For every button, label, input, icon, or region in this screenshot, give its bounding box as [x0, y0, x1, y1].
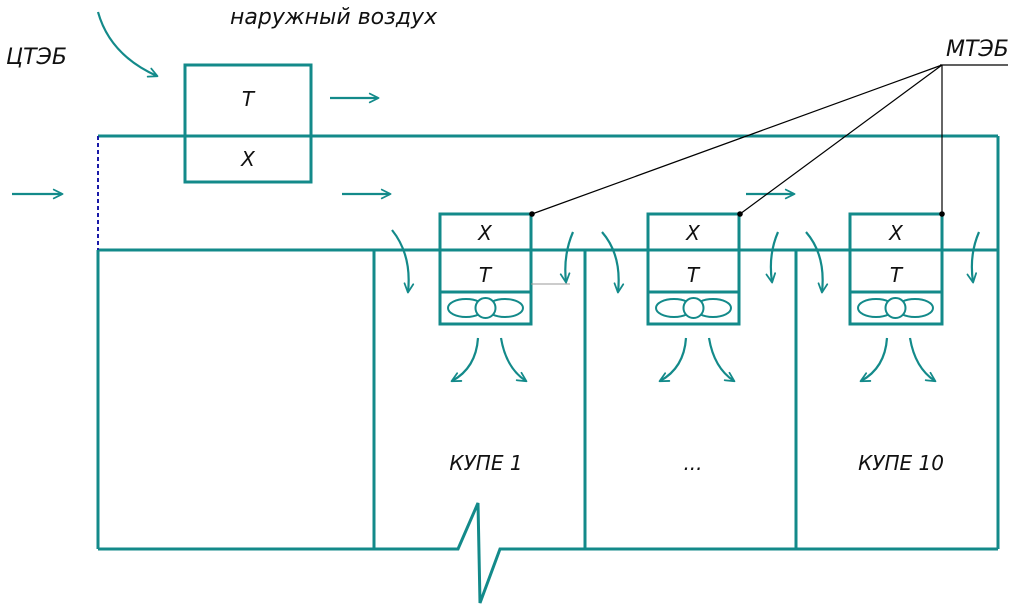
- local-unit-2: Х Т: [646, 212, 741, 326]
- local-unit-3-top-letter: Х: [888, 221, 904, 245]
- central-unit: Т Х: [183, 63, 313, 184]
- local-unit-1: Х Т: [438, 212, 533, 326]
- central-unit-label: ЦТЭБ: [6, 45, 67, 70]
- outside-air-label: наружный воздух: [230, 5, 438, 30]
- local-unit-3: Х Т: [848, 212, 944, 326]
- local-unit-2-top-letter: Х: [685, 221, 701, 245]
- fan-icon: [447, 297, 524, 319]
- compartment-10-label: КУПЕ 10: [858, 451, 944, 475]
- local-unit-1-bottom-letter: Т: [479, 263, 493, 287]
- car-floor-with-break: [98, 502, 998, 604]
- local-units-label: МТЭБ: [946, 37, 1009, 62]
- central-unit-top-letter: Т: [242, 87, 256, 111]
- local-unit-1-top-letter: Х: [477, 221, 493, 245]
- outside-air-inlet-arrow: [96, 11, 159, 78]
- airflow-arrows: [391, 229, 981, 383]
- local-unit-3-bottom-letter: Т: [890, 263, 904, 287]
- fan-icon: [655, 297, 732, 319]
- central-unit-bottom-letter: Х: [240, 147, 256, 171]
- fan-icon: [857, 297, 934, 319]
- leader-lines: [529, 64, 945, 217]
- compartment-middle-label: ...: [683, 451, 702, 475]
- compartment-1-label: КУПЕ 1: [449, 451, 522, 475]
- local-unit-2-bottom-letter: Т: [687, 263, 701, 287]
